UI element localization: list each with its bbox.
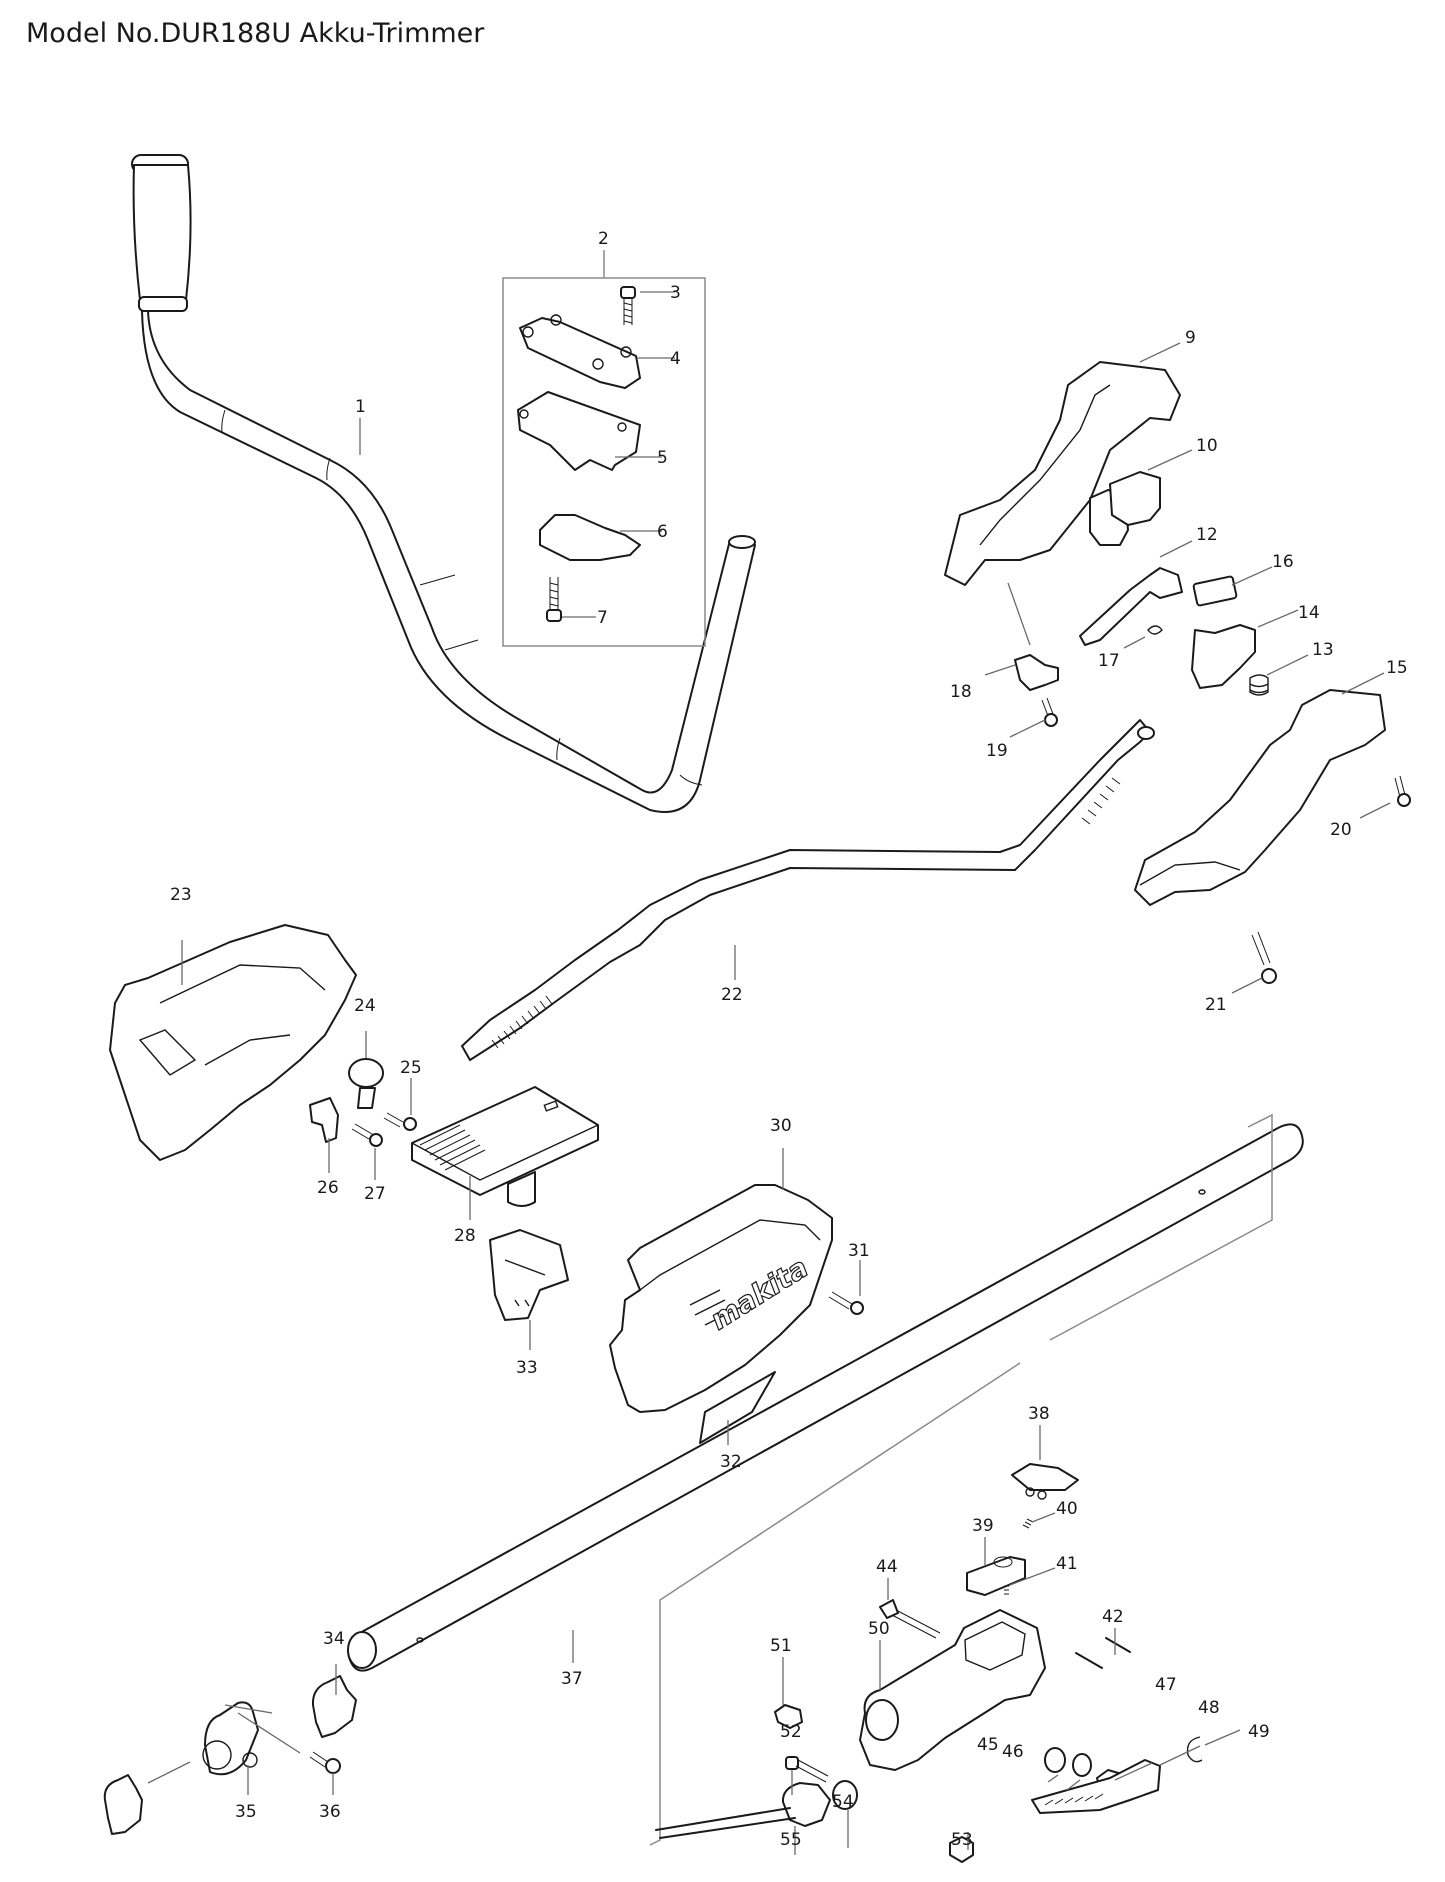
callout-25[interactable]: 25 bbox=[400, 1058, 422, 1078]
callout-27[interactable]: 27 bbox=[364, 1184, 386, 1204]
callout-28[interactable]: 28 bbox=[454, 1226, 476, 1246]
callout-20[interactable]: 20 bbox=[1330, 820, 1352, 840]
callout-50[interactable]: 50 bbox=[868, 1619, 890, 1639]
callout-9[interactable]: 9 bbox=[1185, 328, 1196, 348]
leader-lines bbox=[181, 291, 1391, 1855]
callout-19[interactable]: 19 bbox=[986, 741, 1008, 761]
callout-16[interactable]: 16 bbox=[1272, 552, 1294, 572]
callout-47[interactable]: 47 bbox=[1155, 1675, 1177, 1695]
callout-42[interactable]: 42 bbox=[1102, 1607, 1124, 1627]
callout-32[interactable]: 32 bbox=[720, 1452, 742, 1472]
callout-38[interactable]: 38 bbox=[1028, 1404, 1050, 1424]
callout-12[interactable]: 12 bbox=[1196, 525, 1218, 545]
pipe-clamp-parts-group bbox=[103, 1675, 357, 1835]
shaft-cord-part bbox=[461, 719, 1155, 1061]
callout-33[interactable]: 33 bbox=[516, 1358, 538, 1378]
joint-assembly-group bbox=[655, 1463, 1203, 1863]
callout-52[interactable]: 52 bbox=[780, 1722, 802, 1742]
callout-34[interactable]: 34 bbox=[323, 1629, 345, 1649]
callout-44[interactable]: 44 bbox=[876, 1557, 898, 1577]
callout-1[interactable]: 1 bbox=[355, 397, 366, 417]
callout-46[interactable]: 46 bbox=[1002, 1742, 1024, 1762]
callout-13[interactable]: 13 bbox=[1312, 640, 1334, 660]
callout-39[interactable]: 39 bbox=[972, 1516, 994, 1536]
callout-37[interactable]: 37 bbox=[561, 1669, 583, 1689]
loop-handle-part bbox=[131, 154, 756, 813]
callout-49[interactable]: 49 bbox=[1248, 1722, 1270, 1742]
callout-48[interactable]: 48 bbox=[1198, 1698, 1220, 1718]
callout-labels: 1 2 3 4 5 6 7 9 10 12 13 14 15 16 17 18 … bbox=[170, 229, 1408, 1850]
callout-10[interactable]: 10 bbox=[1196, 436, 1218, 456]
callout-24[interactable]: 24 bbox=[354, 996, 376, 1016]
callout-54[interactable]: 54 bbox=[832, 1792, 854, 1812]
callout-7[interactable]: 7 bbox=[597, 608, 608, 628]
callout-35[interactable]: 35 bbox=[235, 1802, 257, 1822]
callout-14[interactable]: 14 bbox=[1298, 603, 1320, 623]
handle-parts-group bbox=[944, 361, 1411, 984]
callout-23[interactable]: 23 bbox=[170, 885, 192, 905]
callout-40[interactable]: 40 bbox=[1056, 1499, 1078, 1519]
callout-26[interactable]: 26 bbox=[317, 1178, 339, 1198]
callout-51[interactable]: 51 bbox=[770, 1636, 792, 1656]
callout-22[interactable]: 22 bbox=[721, 985, 743, 1005]
callout-2[interactable]: 2 bbox=[598, 229, 609, 249]
callout-31[interactable]: 31 bbox=[848, 1241, 870, 1261]
callout-41[interactable]: 41 bbox=[1056, 1554, 1078, 1574]
callout-3[interactable]: 3 bbox=[670, 283, 681, 303]
housing-parts-group bbox=[109, 924, 599, 1321]
callout-30[interactable]: 30 bbox=[770, 1116, 792, 1136]
page-title: Model No.DUR188U Akku-Trimmer bbox=[26, 18, 485, 49]
callout-15[interactable]: 15 bbox=[1386, 658, 1408, 678]
callout-55[interactable]: 55 bbox=[780, 1830, 802, 1850]
handle-clamp-set-group bbox=[502, 250, 706, 647]
callout-21[interactable]: 21 bbox=[1205, 995, 1227, 1015]
callout-53[interactable]: 53 bbox=[951, 1830, 973, 1850]
callout-6[interactable]: 6 bbox=[657, 522, 668, 542]
callout-36[interactable]: 36 bbox=[319, 1802, 341, 1822]
callout-18[interactable]: 18 bbox=[950, 682, 972, 702]
callout-45[interactable]: 45 bbox=[977, 1735, 999, 1755]
callout-17[interactable]: 17 bbox=[1098, 651, 1120, 671]
callout-5[interactable]: 5 bbox=[657, 448, 668, 468]
callout-4[interactable]: 4 bbox=[670, 349, 681, 369]
pipe-group bbox=[347, 1113, 1304, 1846]
